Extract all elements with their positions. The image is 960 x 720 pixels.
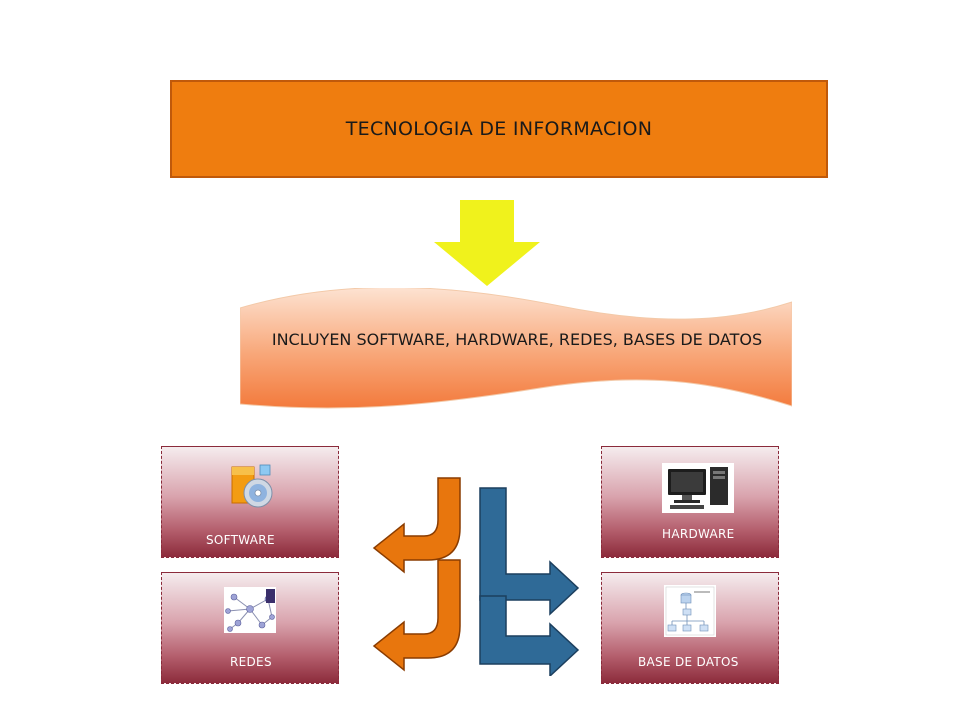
banner-wave-shape	[240, 288, 792, 409]
hardware-card: HARDWARE	[601, 446, 779, 558]
software-box-cd-icon	[226, 463, 274, 511]
redes-card: REDES	[161, 572, 339, 684]
orange-left-arrow-bottom-icon	[372, 559, 461, 672]
software-label: SOFTWARE	[206, 533, 275, 547]
orange-left-arrow-top-icon	[372, 477, 461, 574]
title-text: TECNOLOGIA DE INFORMACION	[345, 118, 653, 140]
blue-right-arrow-top-icon	[479, 487, 580, 616]
redes-label: REDES	[230, 655, 272, 669]
branching-arrows	[372, 477, 580, 676]
down-arrow-icon	[434, 200, 540, 286]
blue-right-arrow-bottom-icon	[479, 595, 580, 676]
database-diagram-icon	[664, 585, 716, 637]
title-box: TECNOLOGIA DE INFORMACION	[170, 80, 828, 178]
network-nodes-icon	[224, 587, 276, 633]
desktop-computer-icon	[662, 463, 734, 513]
base-datos-card: BASE DE DATOS	[601, 572, 779, 684]
software-card: SOFTWARE	[161, 446, 339, 558]
base-datos-label: BASE DE DATOS	[638, 655, 739, 669]
banner-text: INCLUYEN SOFTWARE, HARDWARE, REDES, BASE…	[271, 330, 763, 349]
hardware-label: HARDWARE	[662, 527, 735, 541]
